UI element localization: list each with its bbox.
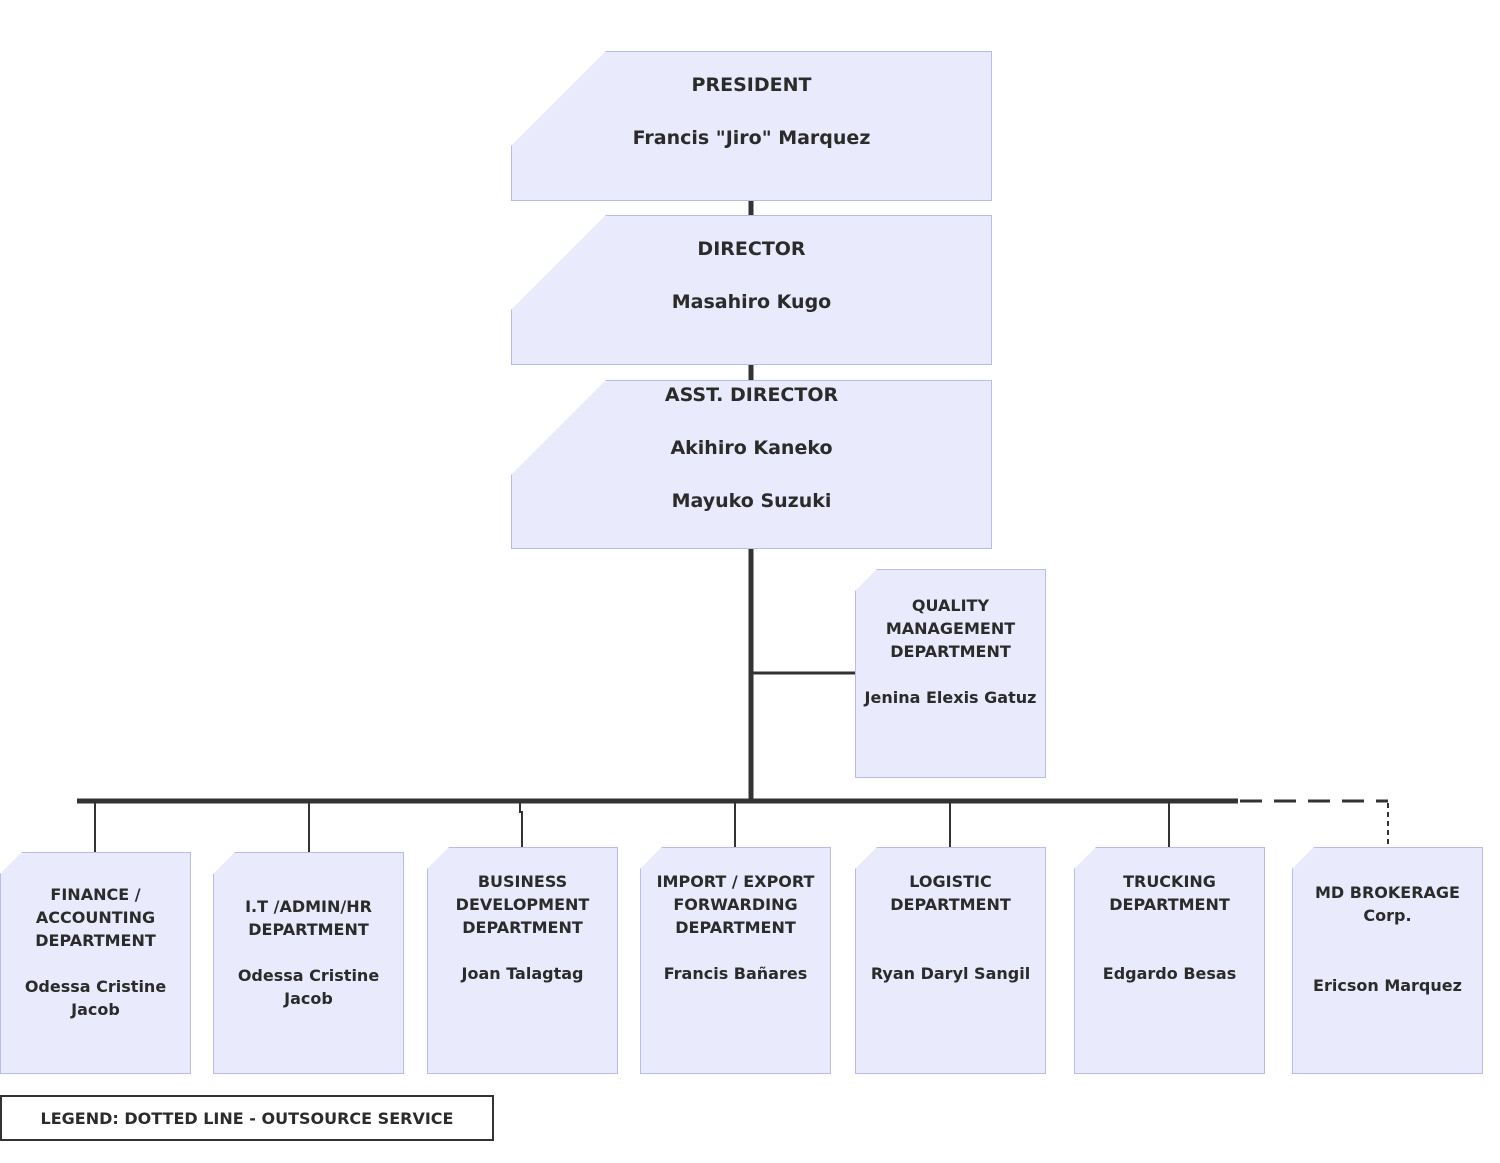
- director-title: DIRECTOR: [697, 238, 806, 260]
- department-title-line: IMPORT / EXPORT: [656, 872, 815, 891]
- department-title-line: DEPARTMENT: [248, 920, 369, 939]
- department-head-name: Joan Talagtag: [461, 964, 584, 983]
- department-title-line: DEPARTMENT: [890, 895, 1011, 914]
- asst-director-title: ASST. DIRECTOR: [664, 384, 839, 406]
- department-title-line: I.T /ADMIN/HR: [245, 897, 372, 916]
- asst-director-name-2: Mayuko Suzuki: [671, 490, 832, 512]
- president-title: PRESIDENT: [691, 74, 812, 96]
- department-box-it-admin-hr: I.T /ADMIN/HR DEPARTMENT Odessa Cristine…: [213, 852, 404, 1074]
- department-title-line: DEPARTMENT: [675, 918, 796, 937]
- department-head-name: Edgardo Besas: [1102, 964, 1237, 983]
- department-title-line: ACCOUNTING: [35, 908, 156, 927]
- department-title-line: FINANCE /: [50, 885, 141, 904]
- president-name: Francis "Jiro" Marquez: [632, 127, 871, 149]
- department-head-name: Odessa Cristine Jacob: [237, 966, 380, 1008]
- department-box-md-brokerage: MD BROKERAGE Corp. Ericson Marquez: [1292, 847, 1483, 1074]
- department-title-line: MD BROKERAGE: [1315, 883, 1460, 902]
- department-title-line: LOGISTIC: [909, 872, 992, 891]
- department-title-line: DEPARTMENT: [35, 931, 156, 950]
- department-title-line: Corp.: [1363, 906, 1412, 925]
- department-title-line: DEVELOPMENT: [455, 895, 590, 914]
- director-box: DIRECTOR Masahiro Kugo: [511, 215, 992, 365]
- department-box-business-development: BUSINESS DEVELOPMENT DEPARTMENT Joan Tal…: [427, 847, 618, 1074]
- quality-title-line-3: DEPARTMENT: [890, 642, 1011, 661]
- legend-box: LEGEND: DOTTED LINE - OUTSOURCE SERVICE: [0, 1095, 494, 1141]
- department-head-name: Odessa Cristine Jacob: [24, 977, 167, 1019]
- quality-title-line-2: MANAGEMENT: [885, 619, 1016, 638]
- department-title-line: FORWARDING: [673, 895, 798, 914]
- asst-director-box: ASST. DIRECTOR Akihiro Kaneko Mayuko Suz…: [511, 380, 992, 549]
- department-box-logistic: LOGISTIC DEPARTMENT Ryan Daryl Sangil: [855, 847, 1046, 1074]
- department-title-line: BUSINESS: [477, 872, 568, 891]
- department-head-name: Ericson Marquez: [1313, 976, 1462, 995]
- legend-text: LEGEND: DOTTED LINE - OUTSOURCE SERVICE: [40, 1108, 454, 1128]
- quality-title-line-1: QUALITY: [911, 596, 990, 615]
- department-box-trucking: TRUCKING DEPARTMENT Edgardo Besas: [1074, 847, 1265, 1074]
- department-head-name: Francis Bañares: [663, 964, 808, 983]
- director-name: Masahiro Kugo: [671, 291, 832, 313]
- line-to-business: [519, 801, 523, 848]
- asst-director-name-1: Akihiro Kaneko: [670, 437, 833, 459]
- department-title-line: DEPARTMENT: [1109, 895, 1230, 914]
- department-head-name: Ryan Daryl Sangil: [870, 964, 1031, 983]
- quality-management-box: QUALITY MANAGEMENT DEPARTMENT Jenina Ele…: [855, 569, 1046, 778]
- department-box-finance: FINANCE / ACCOUNTING DEPARTMENT Odessa C…: [0, 852, 191, 1074]
- quality-name: Jenina Elexis Gatuz: [864, 688, 1037, 707]
- department-title-line: TRUCKING: [1123, 872, 1216, 891]
- president-box: PRESIDENT Francis "Jiro" Marquez: [511, 51, 992, 201]
- department-box-import-export: IMPORT / EXPORT FORWARDING DEPARTMENT Fr…: [640, 847, 831, 1074]
- department-title-line: DEPARTMENT: [462, 918, 583, 937]
